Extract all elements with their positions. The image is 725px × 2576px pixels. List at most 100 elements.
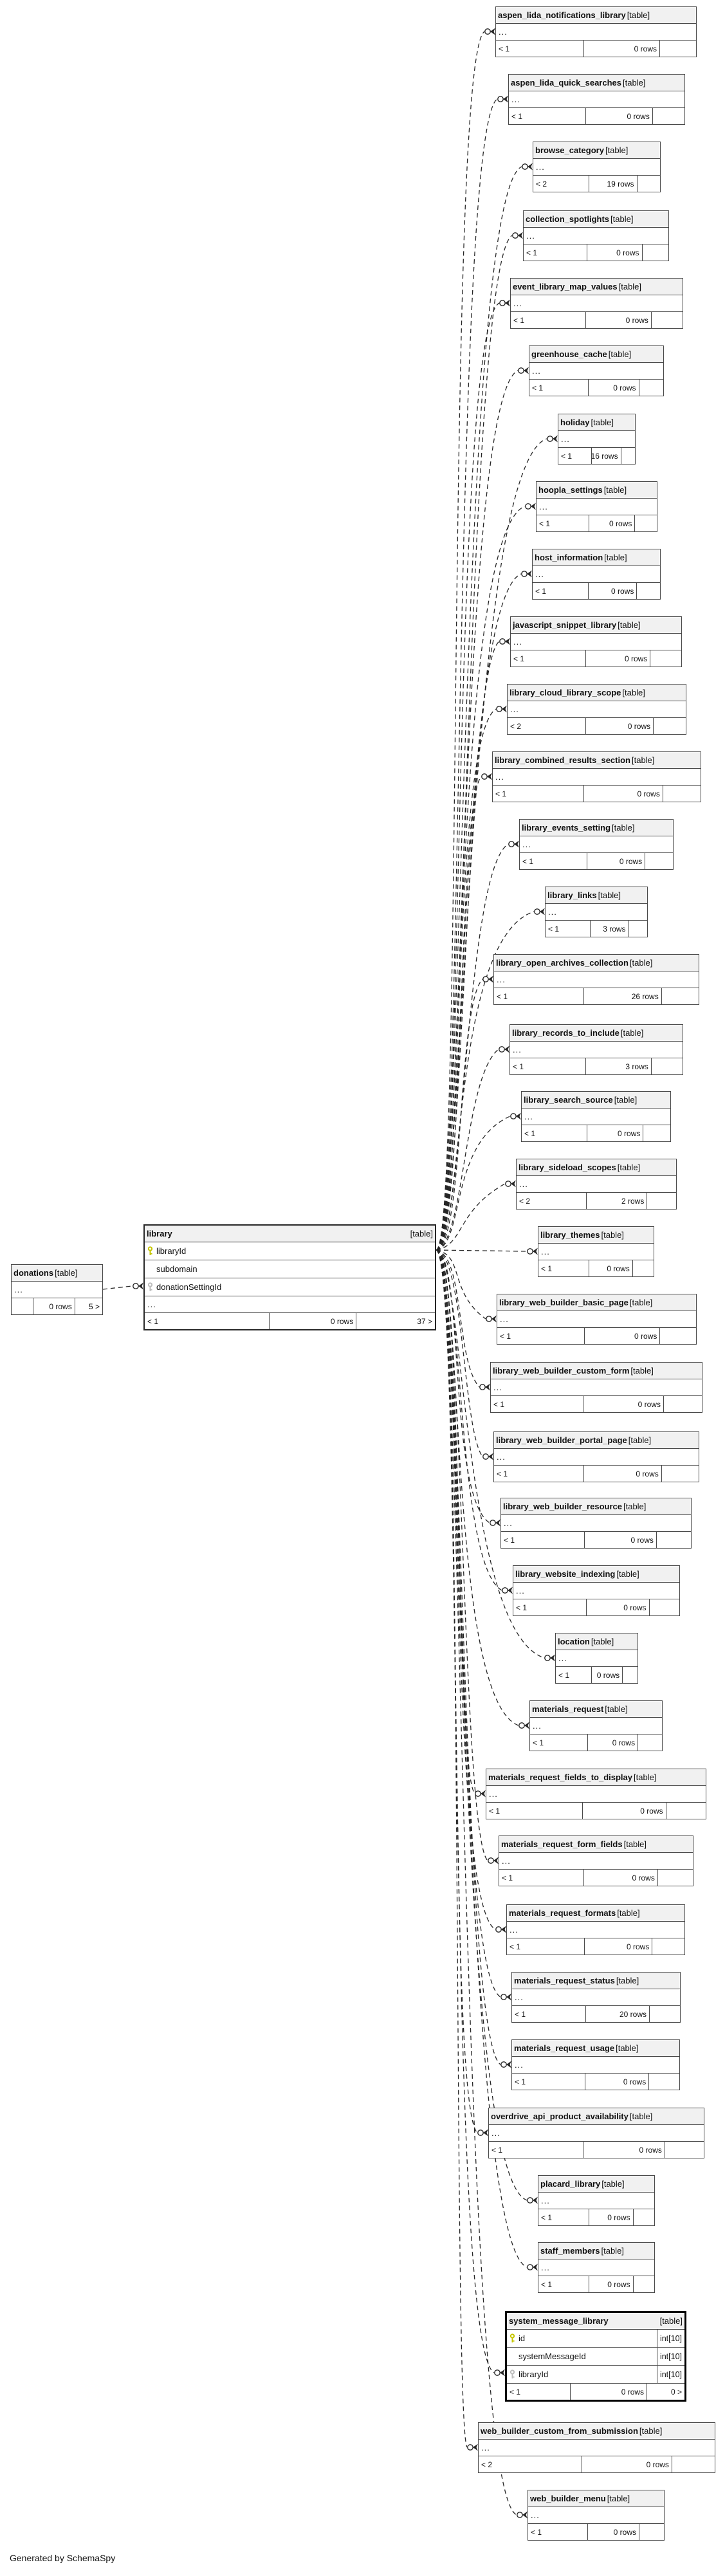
table-name-link[interactable]: library_website_indexing [515, 1569, 616, 1579]
column-name: subdomain [156, 1264, 197, 1274]
parent-count: < 2 [533, 176, 589, 192]
row-count: 0 rows [270, 1313, 357, 1329]
child-count [649, 2074, 679, 2090]
zero-or-one-circle-icon [496, 706, 502, 712]
zero-or-one-circle-icon [527, 2264, 533, 2270]
table-name-link[interactable]: staff_members [540, 2246, 600, 2256]
child-count [635, 515, 657, 531]
zero-or-one-circle-icon [482, 976, 489, 982]
zero-or-one-circle-icon [494, 2369, 500, 2376]
arrowhead-icon [493, 1857, 499, 1864]
table-name-link[interactable]: library_web_builder_custom_form [493, 1366, 630, 1375]
arrowhead-icon [514, 840, 519, 848]
columns-ellipsis: ... [510, 1042, 683, 1058]
table-name-link[interactable]: materials_request_formats [509, 1908, 616, 1918]
arrowhead-icon [481, 1790, 486, 1798]
arrowhead-icon [491, 1315, 497, 1323]
table-tag: [table] [617, 1908, 640, 1918]
child-count [666, 1803, 706, 1819]
arrowhead-icon [533, 1247, 538, 1255]
parent-count: < 2 [479, 2456, 583, 2472]
columns-ellipsis: ... [533, 159, 660, 176]
table-header: web_builder_custom_from_submission[table… [479, 2423, 715, 2440]
table-name-link[interactable]: materials_request [532, 1704, 604, 1714]
zero-or-one-circle-icon [522, 163, 528, 170]
table-header: aspen_lida_notifications_library[table] [496, 7, 696, 24]
table-header: library_web_builder_basic_page[table] [497, 1294, 696, 1311]
relationship-line [436, 1249, 490, 1523]
table-name-link[interactable]: donations [14, 1268, 54, 1278]
table-name-link[interactable]: library_links [547, 890, 597, 900]
relationship-line [436, 1249, 480, 1388]
table-name-link[interactable]: library_cloud_library_scope [509, 688, 621, 697]
zero-or-one-circle-icon [534, 908, 540, 915]
table-name-link[interactable]: library_records_to_include [512, 1028, 619, 1038]
column-name: systemMessageId [519, 2351, 586, 2361]
table-header: event_library_map_values[table] [511, 279, 683, 295]
table-name-link[interactable]: event_library_map_values [513, 282, 618, 291]
table-name-link[interactable]: library_web_builder_resource [503, 1502, 622, 1511]
table-name-link[interactable]: aspen_lida_notifications_library [498, 10, 626, 20]
table-name-link[interactable]: system_message_library [509, 2316, 609, 2326]
table-name-link[interactable]: browse_category [535, 145, 604, 155]
table-name-link[interactable]: aspen_lida_quick_searches [511, 78, 621, 87]
parent-count: < 1 [537, 515, 590, 531]
table-name-link[interactable]: materials_request_usage [514, 2043, 615, 2053]
table-name-link[interactable]: materials_request_form_fields [501, 1839, 623, 1849]
table-library_web_builder_basic_page: library_web_builder_basic_page[table]...… [497, 1294, 697, 1345]
table-name-link[interactable]: materials_request_fields_to_display [488, 1772, 632, 1782]
table-header: materials_request_status[table] [512, 1973, 680, 1989]
table-name-link[interactable]: hoopla_settings [538, 485, 603, 495]
table-name-link[interactable]: materials_request_status [514, 1976, 615, 1985]
table-library_combined_results_section: library_combined_results_section[table].… [492, 751, 701, 802]
row-count: 0 rows [582, 2456, 672, 2472]
table-header: staff_members[table] [538, 2243, 654, 2259]
table-name-link[interactable]: library_open_archives_collection [496, 958, 629, 968]
parent-count: < 1 [489, 2142, 583, 2158]
row-count: 0 rows [583, 1803, 666, 1819]
row-count: 0 rows [587, 1599, 650, 1615]
table-header: library_combined_results_section[table] [493, 752, 701, 769]
columns-ellipsis: ... [497, 1311, 696, 1328]
relationship-line [436, 1249, 501, 2065]
parent-count [12, 1298, 33, 1314]
table-name-link[interactable]: library_web_builder_basic_page [499, 1298, 629, 1307]
columns-ellipsis: ... [513, 1583, 679, 1599]
zero-or-one-circle-icon [481, 773, 488, 780]
relationship-line [436, 1249, 545, 1659]
zero-or-one-circle-icon [467, 2444, 473, 2451]
column-type: int[10] [656, 2366, 684, 2383]
table-name-link[interactable]: library_search_source [524, 1095, 613, 1105]
table-name-link[interactable]: greenhouse_cache [531, 349, 607, 359]
table-header: materials_request_formats[table] [507, 1905, 684, 1922]
table-name-link[interactable]: javascript_snippet_library [513, 620, 617, 630]
table-header: materials_request_fields_to_display[tabl… [486, 1769, 706, 1786]
table-name-link[interactable]: library [147, 1229, 172, 1238]
table-name-link[interactable]: host_information [535, 553, 603, 562]
table-name-link[interactable]: library_web_builder_portal_page [496, 1435, 627, 1445]
table-tag: [table] [601, 1230, 624, 1240]
table-name-link[interactable]: holiday [560, 418, 590, 427]
table-tag: [table] [598, 890, 621, 900]
relationship-line [436, 31, 485, 1251]
table-name-link[interactable]: location [558, 1637, 590, 1646]
table-name-link[interactable]: library_themes [540, 1230, 600, 1240]
table-tag: [table] [618, 620, 641, 630]
table-name-link[interactable]: library_events_setting [522, 823, 611, 833]
zero-or-one-circle-icon [490, 1520, 496, 1526]
table-name-link[interactable]: web_builder_menu [530, 2494, 606, 2503]
table-name-link[interactable]: library_combined_results_section [495, 755, 630, 765]
table-name-link[interactable]: overdrive_api_product_availability [491, 2111, 629, 2121]
child-count [634, 2276, 654, 2292]
row-count: 0 rows [584, 786, 663, 802]
table-name-link[interactable]: web_builder_custom_from_submission [481, 2426, 638, 2436]
row-count: 0 rows [583, 2142, 665, 2158]
table-overdrive_api_product_availability: overdrive_api_product_availability[table… [488, 2108, 704, 2158]
table-name-link[interactable]: library_sideload_scopes [519, 1163, 616, 1172]
table-name-link[interactable]: placard_library [540, 2179, 601, 2189]
table-name-link[interactable]: collection_spotlights [526, 214, 610, 224]
columns-ellipsis: ... [530, 1718, 662, 1734]
